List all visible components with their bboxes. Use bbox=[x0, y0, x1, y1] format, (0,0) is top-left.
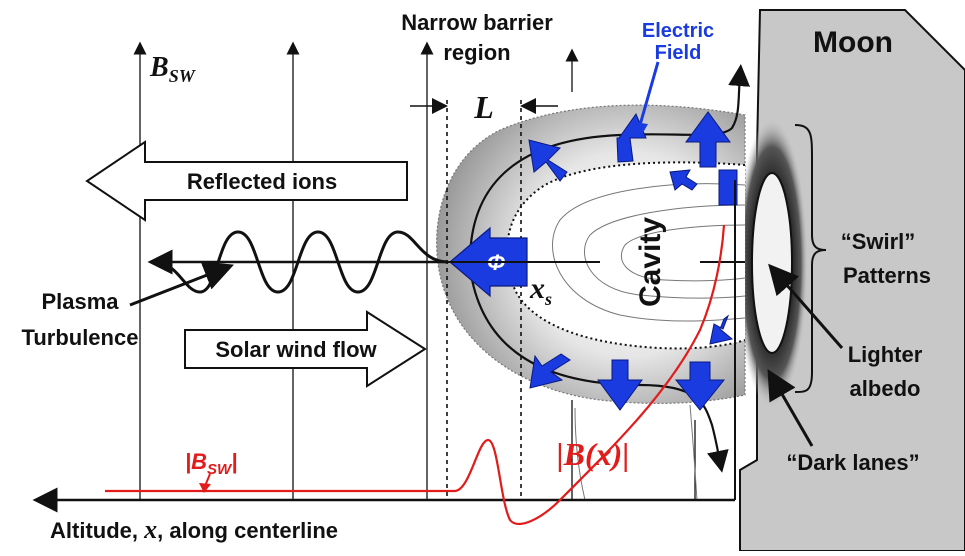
narrow-barrier-label-1: Narrow barrier bbox=[401, 10, 553, 35]
bsw-label: BSW bbox=[149, 52, 197, 86]
lighter-albedo-region bbox=[751, 172, 793, 354]
swirl-label-2: Patterns bbox=[843, 263, 931, 288]
e-arrow bbox=[718, 169, 738, 206]
e-arrow bbox=[597, 359, 643, 411]
solar-wind-arrow bbox=[184, 310, 427, 388]
electric-field-label-2: Field bbox=[655, 42, 702, 64]
e-arrow bbox=[674, 361, 726, 411]
e-arrow bbox=[685, 111, 731, 168]
electric-field-pointer bbox=[638, 61, 660, 126]
dark-lanes-pointer bbox=[767, 369, 814, 447]
electric-field-label-1: Electric bbox=[642, 20, 714, 42]
abs-bsw-pointer-head bbox=[199, 483, 211, 493]
e-arrow bbox=[529, 353, 571, 389]
plasma-pointer bbox=[129, 261, 234, 307]
plasma-label-1: Plasma bbox=[41, 289, 119, 314]
cavity-label: Cavity bbox=[634, 217, 667, 307]
narrow-barrier-label-2: region bbox=[443, 40, 510, 65]
reflected-ions-label: Reflected ions bbox=[187, 169, 337, 194]
reflected-ions-arrow bbox=[85, 140, 408, 222]
cavity-boundary bbox=[506, 161, 746, 350]
e-arrow bbox=[528, 139, 568, 182]
e-arrow bbox=[709, 314, 734, 345]
lighter-albedo-pointer bbox=[768, 263, 844, 349]
abs-bsw-label: |BSW| bbox=[185, 449, 237, 478]
dark-lanes-label: “Dark lanes” bbox=[786, 450, 919, 475]
lower-trajectory bbox=[468, 267, 729, 473]
l-label: L bbox=[473, 89, 494, 125]
electric-field-pointer-head bbox=[633, 122, 648, 138]
moon-label: Moon bbox=[813, 26, 893, 59]
solar-wind-label: Solar wind flow bbox=[215, 337, 377, 362]
barrier-dashed-lines bbox=[446, 100, 522, 500]
e-arrow bbox=[669, 169, 698, 191]
swirl-label-1: “Swirl” bbox=[841, 229, 916, 254]
plasma-label-2: Turbulence bbox=[22, 325, 139, 350]
b-field-profile bbox=[105, 224, 726, 525]
altitude-label: Altitude, x, along centerline bbox=[50, 515, 338, 544]
cavity-contours bbox=[552, 183, 746, 501]
b-of-x-label: |B(x)| bbox=[557, 436, 630, 472]
lighter-albedo-label-1: Lighter bbox=[848, 342, 923, 367]
xs-label: xs bbox=[529, 272, 552, 309]
lighter-albedo-label-2: albedo bbox=[850, 376, 921, 401]
swirl-bracket bbox=[794, 124, 827, 393]
